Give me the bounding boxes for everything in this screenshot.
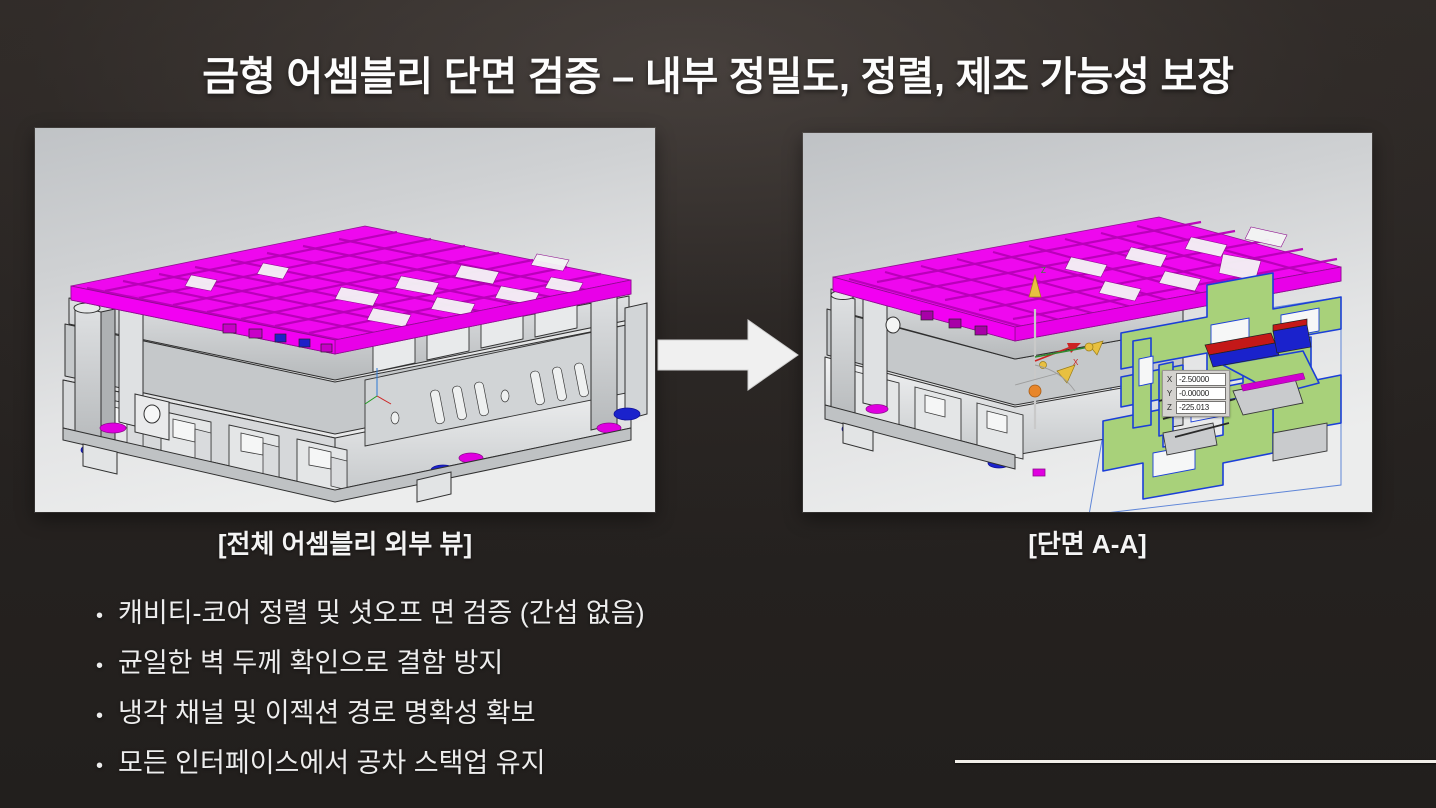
bullet-item-3: • 냉각 채널 및 이젝션 경로 명확성 확보 xyxy=(96,690,645,740)
bullet-marker-4: • xyxy=(96,755,104,777)
bullet-list: • 캐비티-코어 정렬 및 셧오프 면 검증 (간섭 없음) • 균일한 벽 두… xyxy=(96,590,645,790)
coord-row-x: X -2.50000 xyxy=(1166,373,1226,386)
bullet-item-1: • 캐비티-코어 정렬 및 셧오프 면 검증 (간섭 없음) xyxy=(96,590,645,640)
svg-text:Z: Z xyxy=(1041,266,1046,275)
coord-value-y[interactable]: -0.00000 xyxy=(1176,387,1226,400)
bullet-marker-3: • xyxy=(96,705,104,727)
cad-view-section-aa[interactable]: Z X xyxy=(803,133,1372,512)
bullet-text-1: 캐비티-코어 정렬 및 셧오프 면 검증 (간섭 없음) xyxy=(118,598,645,628)
bullet-text-2: 균일한 벽 두께 확인으로 결함 방지 xyxy=(118,648,504,678)
bullet-text-3: 냉각 채널 및 이젝션 경로 명확성 확보 xyxy=(118,698,536,728)
full-assembly-render xyxy=(35,128,655,512)
coordinate-readout[interactable]: X -2.50000 Y -0.00000 Z -225.013 xyxy=(1162,370,1230,417)
coord-row-z: Z -225.013 xyxy=(1166,401,1226,414)
cad-view-full-assembly[interactable] xyxy=(35,128,655,512)
coord-axis-label-z: Z xyxy=(1167,403,1172,412)
right-arrow-icon xyxy=(657,319,799,391)
bullet-text-4: 모든 인터페이스에서 공차 스택업 유지 xyxy=(118,748,546,778)
coord-axis-label-x: X xyxy=(1166,375,1173,384)
coord-value-x[interactable]: -2.50000 xyxy=(1176,373,1226,386)
page-title: 금형 어셈블리 단면 검증 – 내부 정밀도, 정렬, 제조 가능성 보장 xyxy=(202,55,1234,99)
coord-axis-label-y: Y xyxy=(1166,389,1173,398)
coord-value-z[interactable]: -225.013 xyxy=(1176,401,1226,414)
section-aa-render: Z X xyxy=(803,133,1372,512)
bullet-item-2: • 균일한 벽 두께 확인으로 결함 방지 xyxy=(96,640,645,690)
figure-caption-right: [단면 A-A] xyxy=(1028,529,1147,559)
bullet-item-4: • 모든 인터페이스에서 공차 스택업 유지 xyxy=(96,740,645,790)
figure-caption-left: [전체 어셈블리 외부 뷰] xyxy=(217,529,473,559)
bullet-marker-2: • xyxy=(96,655,104,677)
bullet-marker-1: • xyxy=(96,605,104,627)
coord-row-y: Y -0.00000 xyxy=(1166,387,1226,400)
svg-text:X: X xyxy=(1073,358,1079,367)
bottom-accent-rule xyxy=(955,760,1436,763)
